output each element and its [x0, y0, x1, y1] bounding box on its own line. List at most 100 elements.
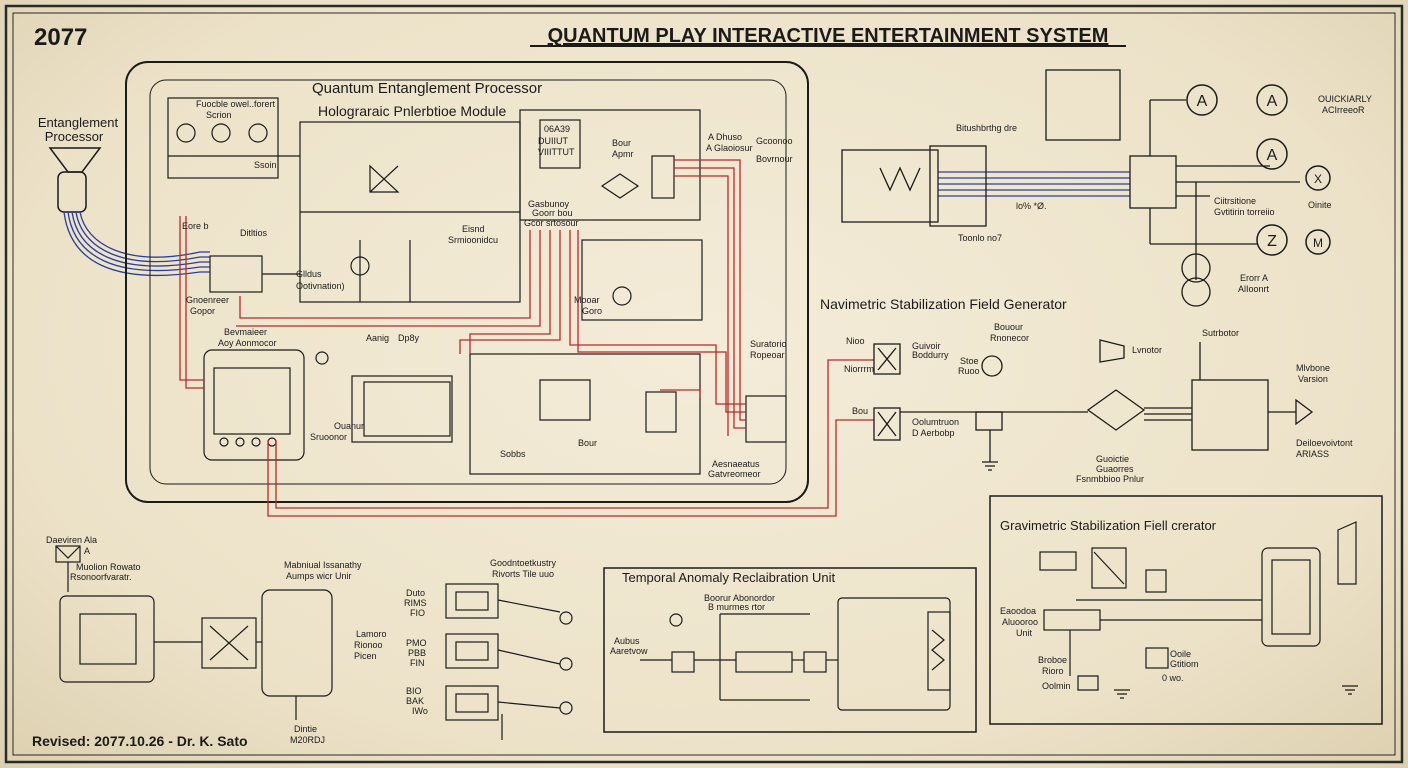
bottom-left-labels: Daeviren Ala A Muolion Rowato Rsonoorfva… [46, 535, 387, 745]
horn-icon [48, 147, 102, 173]
holo-module-title: Holograraic Pnlerbtioe Module [318, 103, 507, 119]
bl-label: Daeviren Ala [46, 535, 97, 545]
top-right-label: Gvtitirin torreiio [1214, 207, 1275, 217]
main-label: Aanig [366, 333, 389, 343]
temporal-drawing [640, 597, 951, 711]
nav-label: Guivoir [912, 341, 941, 351]
entanglement-label-2: Processor [45, 129, 104, 144]
nav-label: ARIASS [1296, 449, 1329, 459]
main-label: Bour [612, 138, 631, 148]
main-label: Fuocble owel..forert [196, 99, 276, 109]
grav-label: Oolmin [1042, 681, 1071, 691]
main-label: Goro [582, 306, 602, 316]
bottom-mid-drawing [445, 583, 573, 740]
bottom-left-drawing [55, 545, 333, 720]
main-label: Goorr bou [532, 208, 573, 218]
gauge-letter: A [1267, 93, 1278, 110]
bl-label: Aumps wicr Unir [286, 571, 352, 581]
top-right-drawing [841, 69, 1300, 307]
nav-label: Stoe [960, 356, 979, 366]
bl-label: Rsonoorfvaratr. [70, 572, 132, 582]
main-label: Bevmaieer [224, 327, 267, 337]
main-labels: Fuocble owel..forert Scrion Ssoin Eore b… [182, 99, 793, 479]
temporal-title: Temporal Anomaly Reclaibration Unit [622, 570, 836, 585]
grav-label: Ooile [1170, 649, 1191, 659]
nav-label: Nioo [846, 336, 865, 346]
gauge-letter: A [1267, 147, 1278, 164]
main-label: Apmr [612, 149, 634, 159]
top-right-label: lo% *Ø. [1016, 201, 1047, 211]
main-label: Suratorio [750, 339, 787, 349]
nav-label: Bou [852, 406, 868, 416]
temporal-labels: Boorur Abonordor B murmes rtor Aubus Aar… [610, 593, 775, 656]
bm-label: FIN [410, 658, 425, 668]
gauge-letter: A [1197, 93, 1208, 110]
nav-label: Mlvbone [1296, 363, 1330, 373]
bm-label: IWo [412, 706, 428, 716]
main-label: Mooar [574, 295, 600, 305]
main-label: Ditltios [240, 228, 268, 238]
bl-label: Lamoro [356, 629, 387, 639]
nav-label: Oolumtruon [912, 417, 959, 427]
main-label: Aesnaeatus [712, 459, 760, 469]
bm-label: RIMS [404, 598, 427, 608]
outer-border [4, 4, 1404, 764]
main-label: DUIIUT [538, 136, 568, 146]
inner-border [12, 12, 1396, 756]
bl-label: Dintie [294, 724, 317, 734]
gauge-icon [1256, 224, 1288, 256]
gravimetric-labels: Eaoodoa Aluooroo Unit Broboe Rioro Oolmi… [1000, 606, 1199, 691]
bm-label: BAK [406, 696, 424, 706]
bm-label: PMO [406, 638, 427, 648]
main-label: Gnoenreer [186, 295, 229, 305]
nav-label: Lvnotor [1132, 345, 1162, 355]
main-label: Dp8y [398, 333, 420, 343]
top-right-labels: Bitushbrthg dre Toonlo no7 lo% *Ø. OUICK… [956, 94, 1372, 294]
page-title: QUANTUM PLAY INTERACTIVE ENTERTAINMENT S… [548, 25, 1109, 47]
main-processor-title: Quantum Entanglement Processor [312, 80, 542, 97]
temporal-label: B murmes rtor [708, 602, 765, 612]
nav-label: Varsion [1298, 374, 1328, 384]
gravimetric-title: Gravimetric Stabilization Fiell crerator [1000, 518, 1217, 533]
bm-label: BIO [406, 686, 422, 696]
main-label: Gcoonoo [756, 136, 793, 146]
grav-label: 0 wo. [1162, 673, 1184, 683]
bm-label: FIO [410, 608, 425, 618]
navimetric-drawing [873, 339, 1314, 471]
navimetric-labels: Nioo Guivoir Boddurry Niorrrm Bou Oolumt… [844, 322, 1353, 484]
nav-label: D Aerbobp [912, 428, 955, 438]
main-label: A Glaoiosur [706, 143, 753, 153]
temporal-label: Aubus [614, 636, 640, 646]
main-label: Gasbunoy [528, 199, 570, 209]
main-label: Ouanur [334, 421, 364, 431]
main-label: Eore b [182, 221, 209, 231]
bl-label: Mabniual Issanathy [284, 560, 362, 570]
main-label: Ropeoar [750, 350, 785, 360]
main-label: Ssoin [254, 160, 277, 170]
main-subblocks [167, 97, 787, 475]
grav-label: Unit [1016, 628, 1033, 638]
gauge-letter: M [1313, 236, 1323, 250]
top-right-label: Bitushbrthg dre [956, 123, 1017, 133]
entanglement-label-1: Entanglement [38, 115, 119, 130]
top-right-label: Oinite [1308, 200, 1332, 210]
gauge-icon [1256, 138, 1288, 170]
main-processor-frame [125, 61, 809, 503]
gauge-icon [1186, 84, 1218, 116]
top-right-label: ACIrreeoR [1322, 105, 1365, 115]
main-label: A Dhuso [708, 132, 742, 142]
nav-label: Niorrrm [844, 364, 874, 374]
grav-label: Broboe [1038, 655, 1067, 665]
navimetric-title: Navimetric Stabilization Field Generator [820, 296, 1067, 312]
bm-label: Duto [406, 588, 425, 598]
grav-label: Rioro [1042, 666, 1064, 676]
main-label: Ootivnation) [296, 281, 345, 291]
main-label: Bovrnour [756, 154, 793, 164]
bl-label: Rionoo [354, 640, 383, 650]
bm-label: PBB [408, 648, 426, 658]
red-bus [179, 159, 874, 517]
main-label: Eisnd [462, 224, 485, 234]
gauge-icon [1305, 165, 1331, 191]
